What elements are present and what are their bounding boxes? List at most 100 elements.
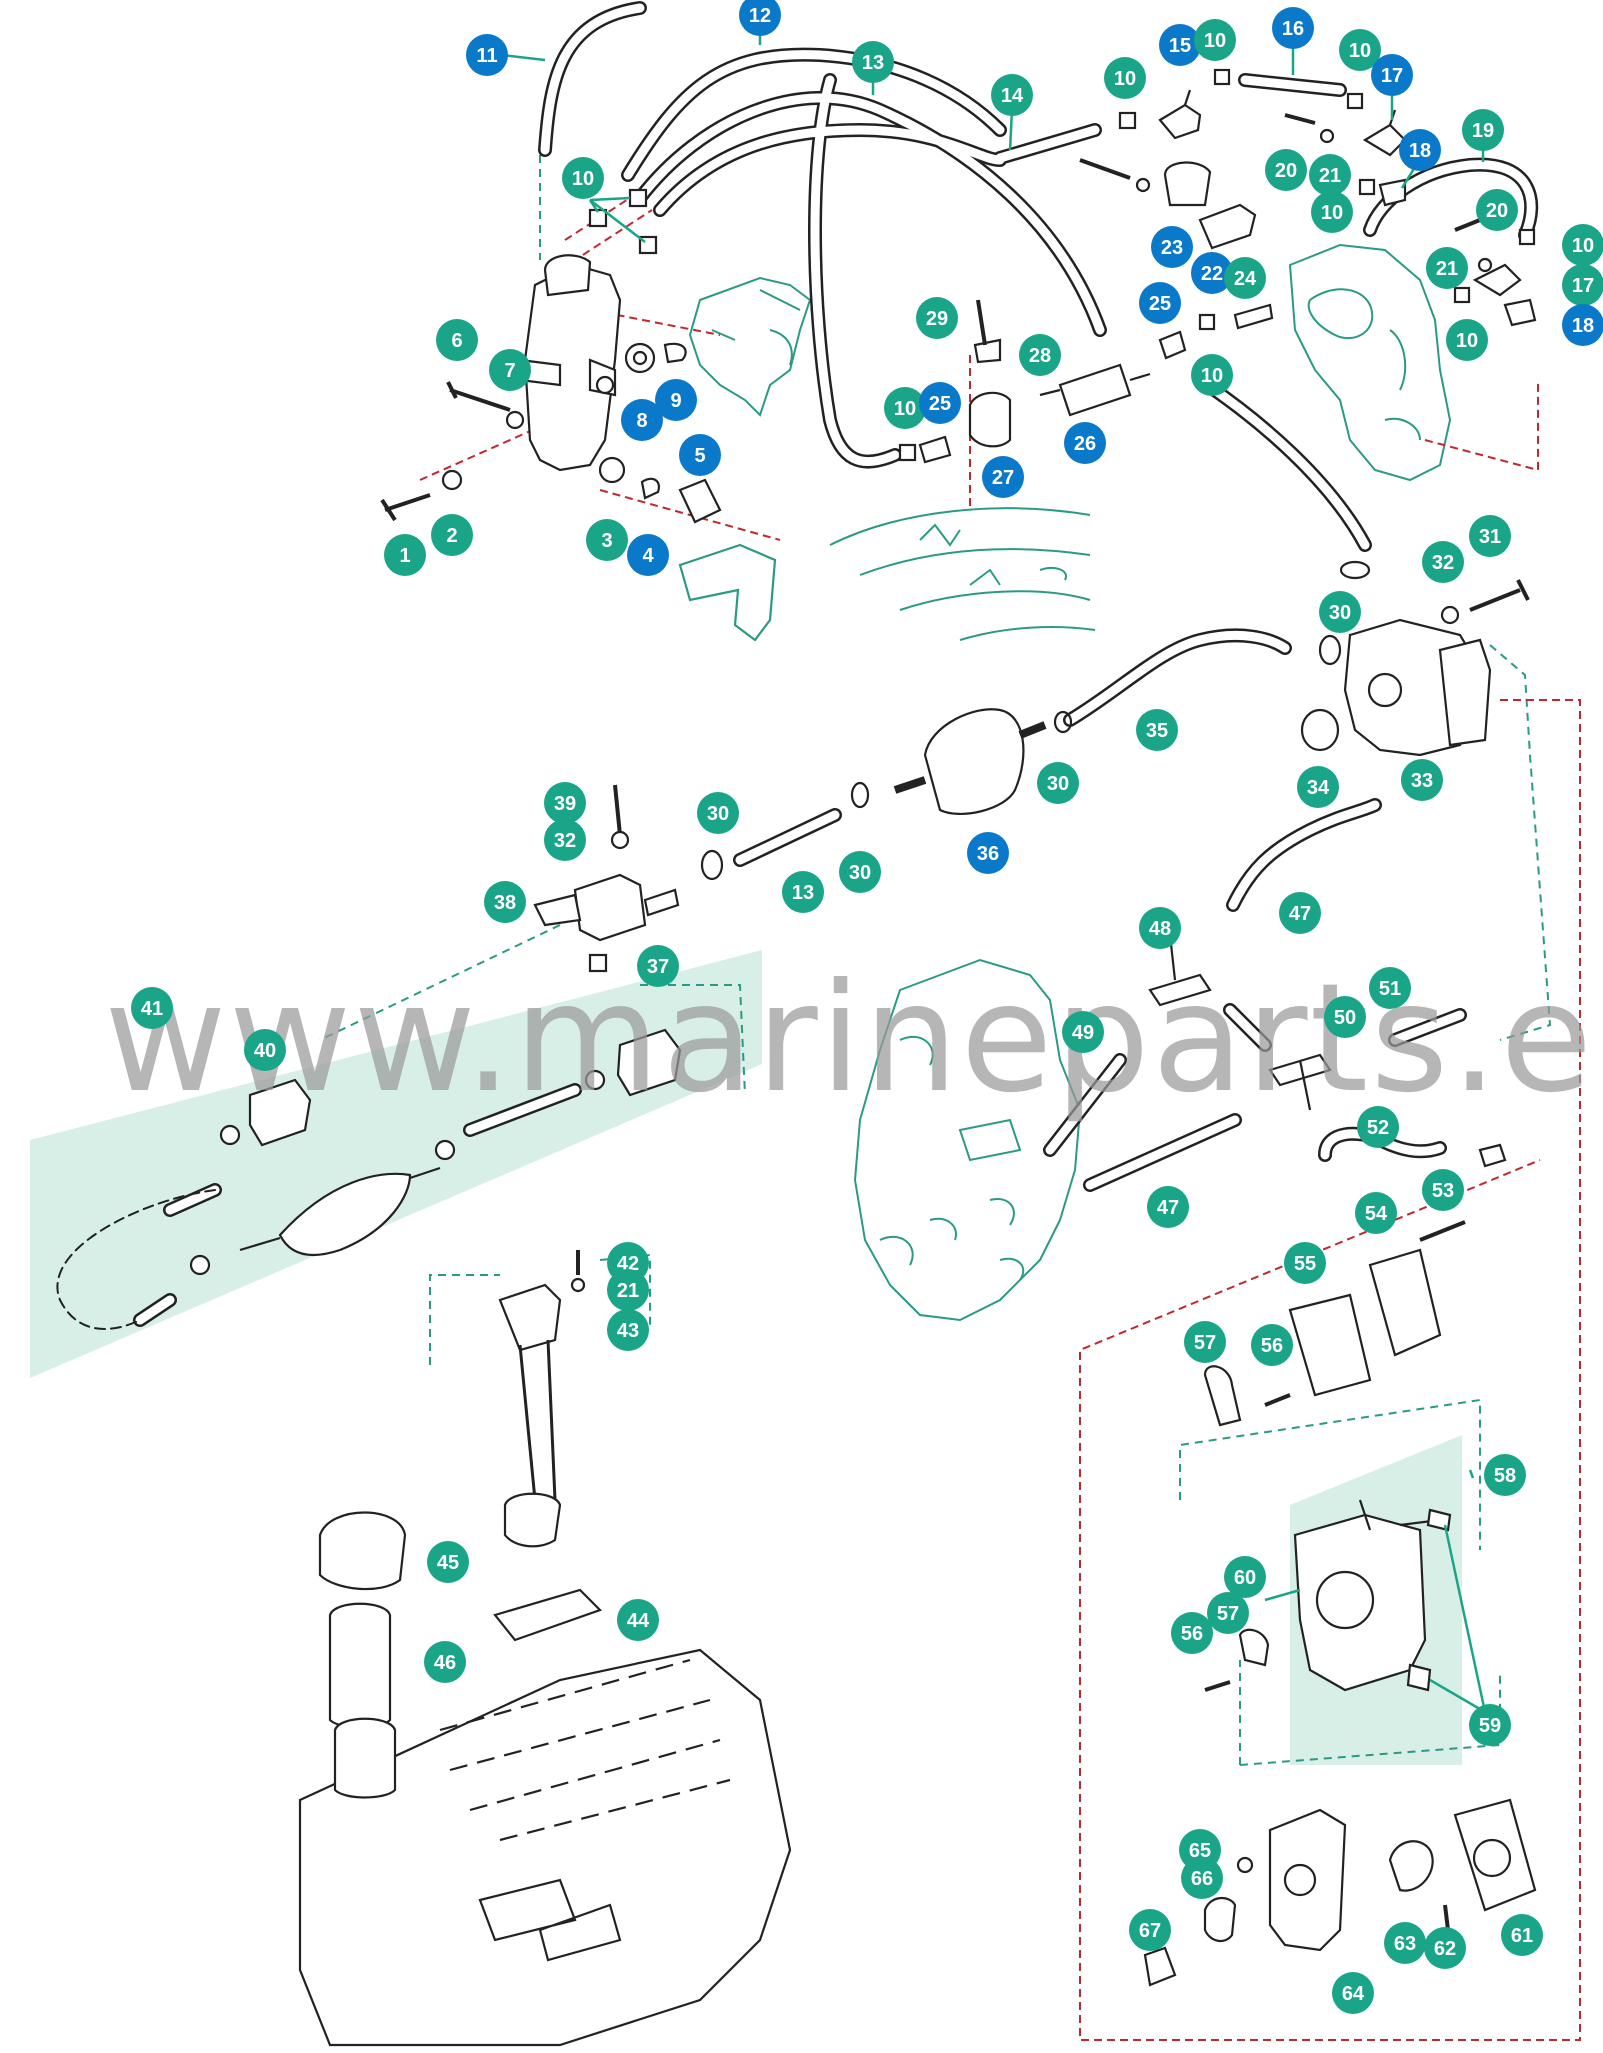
dash-58-lower [1239,1660,1501,1766]
callout-24: 24 [1224,257,1266,299]
callout-44: 44 [617,1599,659,1641]
callout-circle [607,1309,649,1351]
carburetor-intake-detail [1307,288,1421,441]
washer-21-right [1477,257,1493,273]
fitting-17-right [1472,263,1522,297]
nut-10-i [1453,286,1471,304]
callout-circle [655,379,697,421]
callout-number: 12 [749,5,771,27]
callout-64: 64 [1332,1972,1374,2014]
callout-number: 25 [929,393,951,415]
powerhead-detail [879,1035,1025,1281]
callout-circle [1562,304,1603,346]
fuel-filter-cap [543,254,592,297]
callout-circle [1147,1186,1189,1228]
washer-21-top [1319,128,1335,144]
callout-number: 8 [636,410,647,432]
upper-engine-bracket-detail [711,289,801,366]
callout-12: 12 [739,0,781,36]
callout-10: 10 [1194,19,1236,61]
callout-number: 27 [992,467,1014,489]
callout-number: 1 [399,545,410,567]
callout-10: 10 [1446,319,1488,361]
fitting-25-lower [918,435,952,464]
inline-filter-ends [1039,372,1151,397]
callout-circle [1357,1106,1399,1148]
clamp-30-a [1318,634,1342,666]
callout-number: 15 [1169,35,1191,57]
callout-39: 39 [544,782,586,824]
callout-circle [617,1599,659,1641]
gasket-55 [1288,1293,1372,1397]
callout-number: 11 [476,45,497,67]
callout-number: 47 [1157,1197,1179,1219]
callout-20: 20 [1265,149,1307,191]
callout-circle [424,1641,466,1683]
callout-number: 28 [1029,345,1051,367]
callout-number: 30 [1047,773,1069,795]
connector-38-outlet [643,888,680,917]
engine-block-outlines [688,243,1452,1322]
connector-38-nose [533,893,582,927]
callout-circle [466,34,508,76]
callout-number: 49 [1072,1022,1094,1044]
callout-59: 59 [1469,1704,1511,1746]
fitting-18-top [1378,178,1407,207]
callout-circle [1171,1612,1213,1654]
callout-number: 53 [1432,1180,1454,1202]
callout-circle [919,382,961,424]
upper-engine-bracket [688,276,812,417]
callout-10: 10 [884,387,926,429]
callout-circle [1422,541,1464,583]
callout-circle [607,1269,649,1311]
callout-38: 38 [484,881,526,923]
callout-number: 32 [554,830,576,852]
callout-circle [1469,515,1511,557]
callout-circle [1062,1011,1104,1053]
kit-clamp-d [189,1254,211,1276]
callout-number: 10 [1204,30,1226,52]
screw-29 [976,299,987,346]
spacer-4 [640,477,660,500]
callout-number: 56 [1261,1335,1283,1357]
diaphragm-61-center [1472,1838,1512,1878]
nut-10-j [1198,313,1216,331]
components [189,68,1537,2047]
callout-circle [1139,282,1181,324]
leader-60 [1264,1588,1301,1602]
callout-32: 32 [1422,541,1464,583]
callout-13: 13 [782,871,824,913]
callout-53: 53 [1422,1169,1464,1211]
primer-bulb-ends [239,1166,441,1252]
callout-number: 45 [437,1552,459,1574]
spacer-9 [663,342,687,364]
callout-circle [1207,1592,1249,1634]
gasket-54 [1368,1248,1442,1357]
callout-circle [1384,1922,1426,1964]
callout-number: 65 [1189,1840,1211,1862]
callout-10: 10 [1562,224,1603,266]
nut-10-k [898,443,917,462]
callout-number: 30 [707,803,729,825]
callout-47: 47 [1279,892,1321,934]
callout-number: 33 [1411,770,1433,792]
callout-circle [1462,109,1504,151]
fitting-18-right [1503,298,1537,327]
nut-10-b [588,208,608,228]
nut-10-d [1118,111,1137,130]
nut-65 [1236,1856,1254,1874]
callout-11: 11 [466,34,508,76]
callout-10: 10 [1104,57,1146,99]
nut-10-h [1518,228,1536,246]
callout-36: 36 [967,832,1009,874]
callout-number: 21 [1436,258,1458,280]
fuel-filter-assembly [523,263,622,472]
callout-circle [131,987,173,1029]
callout-number: 19 [1472,120,1494,142]
callout-16: 16 [1272,7,1314,49]
callout-circle [1037,762,1079,804]
callout-number: 17 [1381,65,1403,87]
kit-clamp-b [434,1139,456,1161]
callout-3: 3 [586,519,628,561]
callout-34: 34 [1297,766,1339,808]
